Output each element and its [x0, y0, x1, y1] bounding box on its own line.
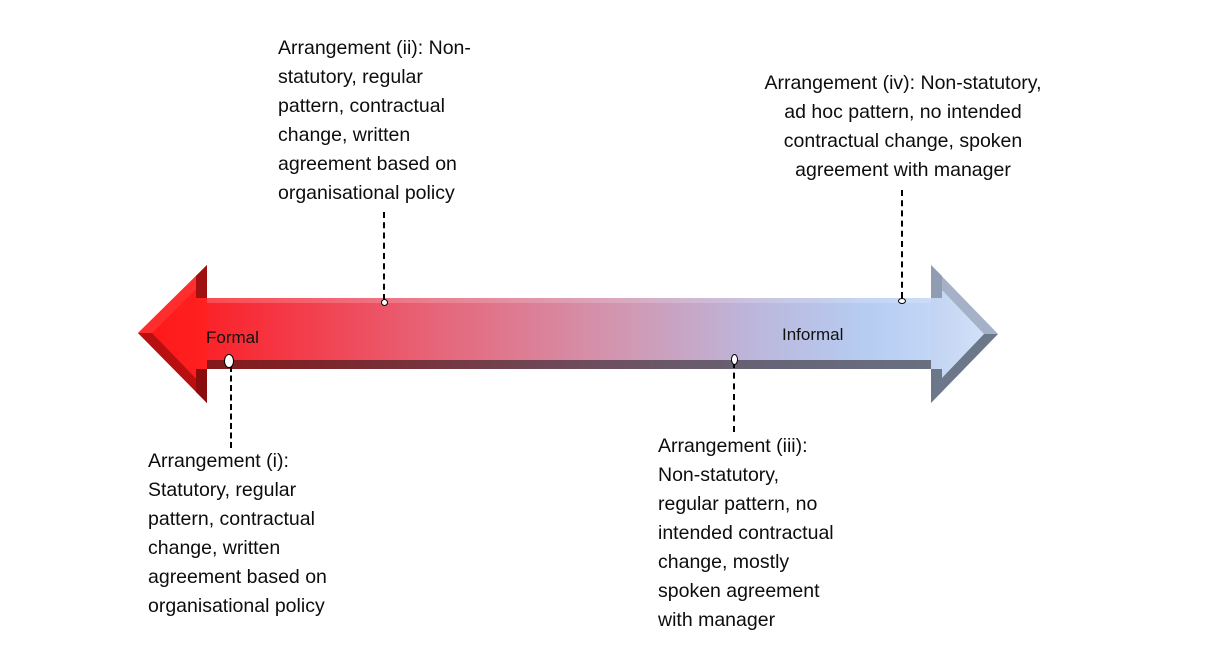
- arrangement-iv-connector: [901, 190, 903, 298]
- arrangement-iv-label: Arrangement (iv): Non-statutory, ad hoc …: [764, 72, 1042, 181]
- arrangement-ii-marker: [381, 299, 388, 306]
- formal-pole-label: Formal: [206, 328, 259, 347]
- informal-pole-label: Informal: [782, 325, 844, 344]
- arrangement-ii-connector: [383, 212, 385, 300]
- arrangement-i-marker: [224, 354, 234, 368]
- arrangement-iii-marker: [731, 354, 738, 365]
- arrangement-iv-marker: [898, 298, 906, 304]
- arrangement-i-connector: [230, 366, 232, 448]
- arrangement-iii-connector: [733, 362, 735, 432]
- arrangement-ii-label: Arrangement (ii): Non- statutory, regula…: [278, 37, 471, 204]
- arrangement-i-label: Arrangement (i): Statutory, regular patt…: [148, 450, 327, 617]
- arrangement-iii-label: Arrangement (iii): Non-statutory, regula…: [658, 435, 834, 631]
